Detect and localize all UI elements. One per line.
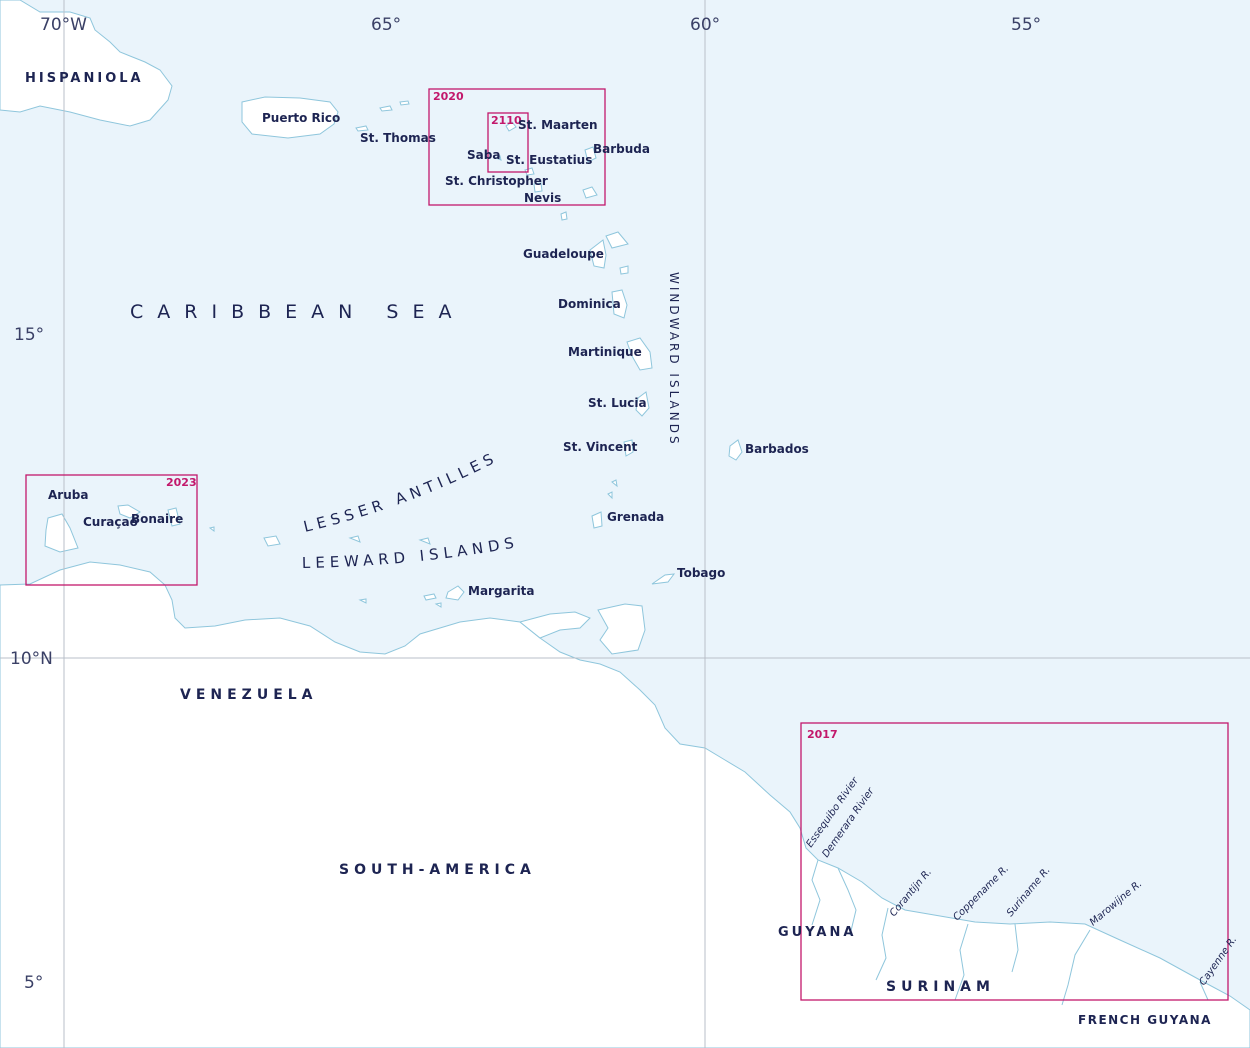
barbados-label: Barbados [745, 442, 809, 456]
latitude-label-5: 5° [24, 973, 43, 993]
inset-frame-2020[interactable] [428, 88, 606, 206]
tobago-island [651, 573, 676, 585]
caribbean-sea-label: CARIBBEAN SEA [130, 301, 465, 323]
longitude-label-55: 55° [1011, 15, 1041, 35]
dominica-label: Dominica [558, 297, 621, 311]
latitude-label-10n: 10°N [10, 649, 53, 669]
st-vincent-label: St. Vincent [563, 440, 638, 454]
paria-coast [518, 611, 591, 639]
trinidad-island [597, 603, 646, 655]
inset-number-2110[interactable]: 2110 [491, 114, 522, 127]
martinique-label: Martinique [568, 345, 642, 359]
tobago-label: Tobago [677, 566, 725, 580]
surinam-label: SURINAM [886, 979, 995, 995]
hispaniola-label: HISPANIOLA [25, 71, 144, 86]
rivers [811, 859, 1209, 1006]
curacao-label: Curaçao [83, 515, 138, 529]
longitude-label-65: 65° [371, 15, 401, 35]
south-america-label: SOUTH-AMERICA [339, 862, 536, 878]
longitude-label-70w: 70°W [40, 15, 87, 35]
inset-number-2017[interactable]: 2017 [807, 728, 838, 741]
south-america-landmass [0, 561, 1250, 1048]
inset-frame-2017[interactable] [800, 722, 1229, 1001]
hispaniola-landmass [0, 0, 173, 127]
latitude-label-15: 15° [14, 325, 44, 345]
island-shapes [44, 100, 743, 608]
french-guyana-label: FRENCH GUYANA [1078, 1013, 1212, 1027]
st-lucia-label: St. Lucia [588, 396, 647, 410]
inset-number-2023[interactable]: 2023 [166, 476, 197, 489]
inset-number-2020[interactable]: 2020 [433, 90, 464, 103]
inset-frame-2023[interactable] [25, 474, 198, 586]
guadeloupe-label: Guadeloupe [523, 247, 604, 261]
barbuda-label: Barbuda [593, 142, 650, 156]
nevis-label: Nevis [524, 191, 561, 205]
inset-frame-2110[interactable] [487, 112, 529, 173]
puerto-rico-label: Puerto Rico [262, 111, 340, 125]
saba-label: Saba [467, 148, 500, 162]
venezuela-label: VENEZUELA [180, 687, 318, 703]
st-thomas-label: St. Thomas [360, 131, 436, 145]
guyana-label: GUYANA [778, 925, 856, 940]
bonaire-label: Bonaire [131, 512, 183, 526]
longitude-label-60: 60° [690, 15, 720, 35]
margarita-label: Margarita [468, 584, 535, 598]
st-eustatius-label: St. Eustatius [506, 153, 592, 167]
windward-islands-label: WINDWARD ISLANDS [667, 272, 681, 447]
puerto-rico-island [241, 96, 339, 139]
st-christopher-label: St. Christopher [445, 174, 548, 188]
grenada-label: Grenada [607, 510, 664, 524]
aruba-label: Aruba [48, 488, 88, 502]
st-maarten-label: St. Maarten [518, 118, 598, 132]
